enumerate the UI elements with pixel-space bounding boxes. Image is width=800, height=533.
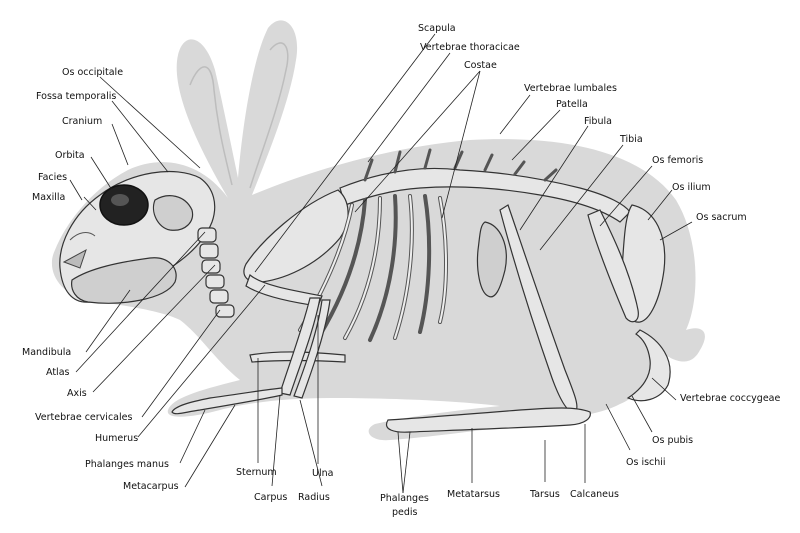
label-os-sacrum: Os sacrum (696, 212, 747, 223)
skull (59, 170, 216, 304)
label-axis: Axis (67, 388, 87, 399)
label-humerus: Humerus (95, 433, 138, 444)
label-calcaneus: Calcaneus (570, 489, 619, 500)
leader-lines (69, 33, 693, 494)
label-os-ilium: Os ilium (672, 182, 711, 193)
label-carpus: Carpus (254, 492, 287, 503)
label-phalanges-pedis-2: pedis (392, 507, 418, 518)
label-vertebrae-coccygeae: Vertebrae coccygeae (680, 393, 781, 404)
fore-limb (171, 273, 331, 415)
label-atlas: Atlas (46, 367, 70, 378)
label-mandibula: Mandibula (22, 347, 71, 358)
femur-bone (587, 209, 639, 323)
label-vertebrae-cervicales: Vertebrae cervicales (35, 412, 132, 423)
cervical-vertebrae (197, 227, 235, 318)
label-os-ischii: Os ischii (626, 457, 666, 468)
label-tarsus: Tarsus (529, 489, 560, 500)
label-os-pubis: Os pubis (652, 435, 693, 446)
label-patella: Patella (556, 99, 588, 110)
label-orbita: Orbita (55, 150, 85, 161)
tail-bone (626, 329, 671, 402)
label-scapula: Scapula (418, 23, 456, 34)
label-os-femoris: Os femoris (652, 155, 703, 166)
label-radius: Radius (298, 492, 330, 503)
label-sternum: Sternum (236, 467, 277, 478)
label-fossa-temporalis: Fossa temporalis (36, 91, 116, 102)
label-maxilla: Maxilla (32, 192, 65, 203)
label-vertebrae-thoracicae: Vertebrae thoracicae (420, 42, 520, 53)
label-costae: Costae (464, 60, 497, 71)
label-metacarpus: Metacarpus (123, 481, 179, 492)
label-ulna: Ulna (312, 468, 333, 479)
label-vertebrae-lumbales: Vertebrae lumbales (524, 83, 617, 94)
label-facies: Facies (38, 172, 67, 183)
label-fibula: Fibula (584, 116, 612, 127)
label-cranium: Cranium (62, 116, 102, 127)
label-phalanges-manus: Phalanges manus (85, 459, 169, 470)
label-phalanges-pedis-1: Phalanges (380, 493, 429, 504)
label-tibia: Tibia (619, 134, 643, 145)
label-metatarsus: Metatarsus (447, 489, 500, 500)
label-os-occipitale: Os occipitale (62, 67, 123, 78)
